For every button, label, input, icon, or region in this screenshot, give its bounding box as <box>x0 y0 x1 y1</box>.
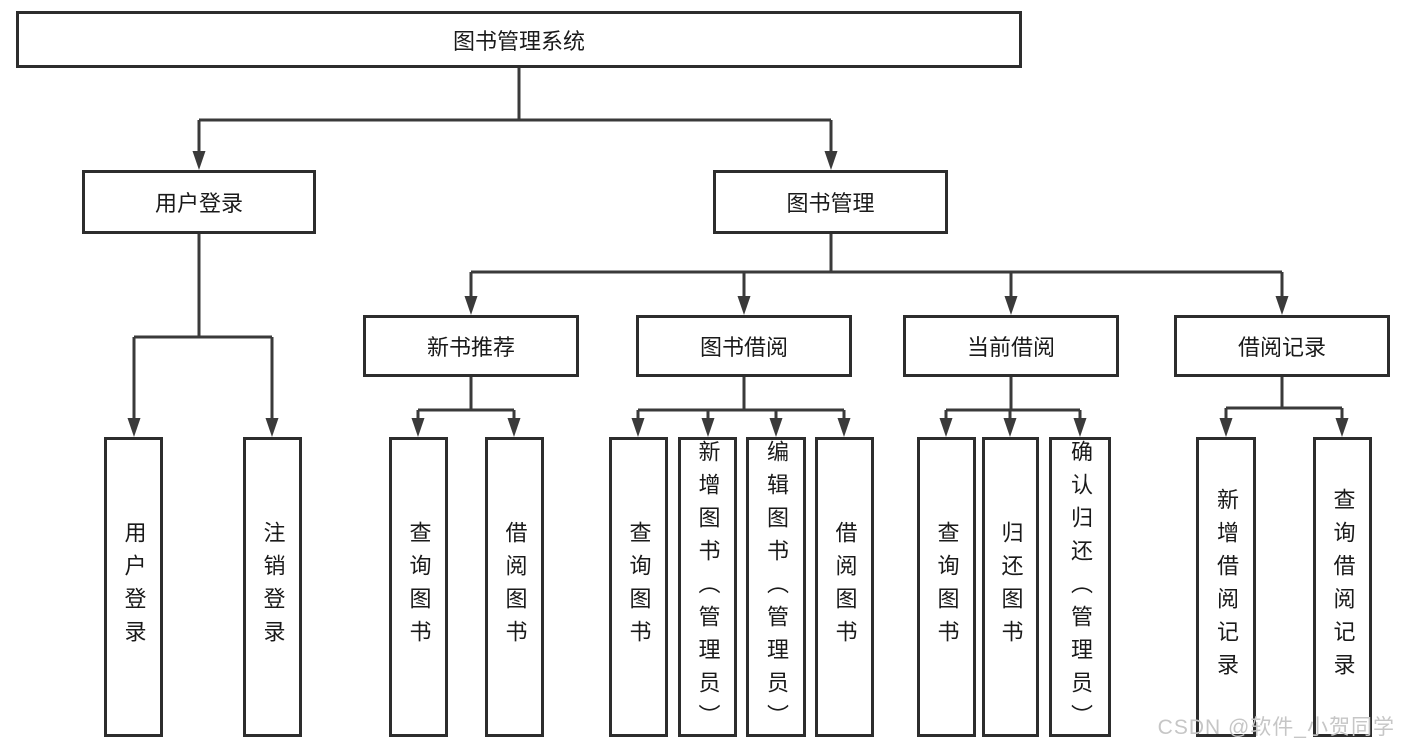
leaf-add-books-admin: 新增图书（管理员） <box>678 437 737 737</box>
leaf-recommend-borrow-books-label: 借阅图书 <box>502 521 528 653</box>
node-borrow-records-label: 借阅记录 <box>1237 335 1326 360</box>
leaf-user-login: 用户登录 <box>104 437 163 737</box>
leaf-add-borrow-record-label: 新增借阅记录 <box>1214 488 1239 686</box>
node-root-label: 图书管理系统 <box>452 28 585 54</box>
csdn-watermark: CSDN @软件_小贺同学 <box>1157 716 1395 739</box>
leaf-borrow-books: 借阅图书 <box>815 437 874 737</box>
arrowhead <box>824 151 838 170</box>
leaf-borrow-query-books-label: 查询图书 <box>626 521 652 653</box>
node-book-borrow: 图书借阅 <box>636 315 852 377</box>
leaf-edit-books-admin: 编辑图书（管理员） <box>746 437 806 737</box>
leaf-query-borrow-record-label: 查询借阅记录 <box>1330 488 1356 686</box>
node-new-book-recommend-label: 新书推荐 <box>426 335 515 360</box>
node-borrow-records: 借阅记录 <box>1174 315 1390 377</box>
leaf-borrow-books-label: 借阅图书 <box>832 521 858 653</box>
leaf-current-query-books-label: 查询图书 <box>934 521 960 653</box>
leaf-return-books-label: 归还图书 <box>998 521 1024 653</box>
node-current-borrow: 当前借阅 <box>903 315 1119 377</box>
leaf-logout-label: 注销登录 <box>260 521 286 653</box>
leaf-query-borrow-record: 查询借阅记录 <box>1313 437 1372 737</box>
leaf-recommend-query-books-label: 查询图书 <box>406 521 432 653</box>
leaf-add-borrow-record: 新增借阅记录 <box>1196 437 1256 737</box>
leaf-return-books: 归还图书 <box>982 437 1039 737</box>
node-current-borrow-label: 当前借阅 <box>966 335 1055 360</box>
leaf-borrow-query-books: 查询图书 <box>609 437 668 737</box>
node-book-management-label: 图书管理 <box>786 191 875 216</box>
leaf-recommend-borrow-books: 借阅图书 <box>485 437 544 737</box>
node-root: 图书管理系统 <box>16 11 1022 68</box>
node-user-login: 用户登录 <box>82 170 316 234</box>
leaf-recommend-query-books: 查询图书 <box>389 437 448 737</box>
leaf-edit-books-admin-label: 编辑图书（管理员） <box>764 440 789 737</box>
leaf-user-login-label: 用户登录 <box>121 521 147 653</box>
arrowhead <box>192 151 206 170</box>
leaf-confirm-return-admin: 确认归还（管理员） <box>1049 437 1111 737</box>
leaf-add-books-admin-label: 新增图书（管理员） <box>695 440 721 737</box>
node-book-management: 图书管理 <box>713 170 948 234</box>
node-user-login-label: 用户登录 <box>154 191 243 216</box>
leaf-confirm-return-admin-label: 确认归还（管理员） <box>1068 440 1093 737</box>
leaf-logout: 注销登录 <box>243 437 302 737</box>
node-new-book-recommend: 新书推荐 <box>363 315 579 377</box>
node-book-borrow-label: 图书借阅 <box>699 335 788 360</box>
leaf-current-query-books: 查询图书 <box>917 437 976 737</box>
